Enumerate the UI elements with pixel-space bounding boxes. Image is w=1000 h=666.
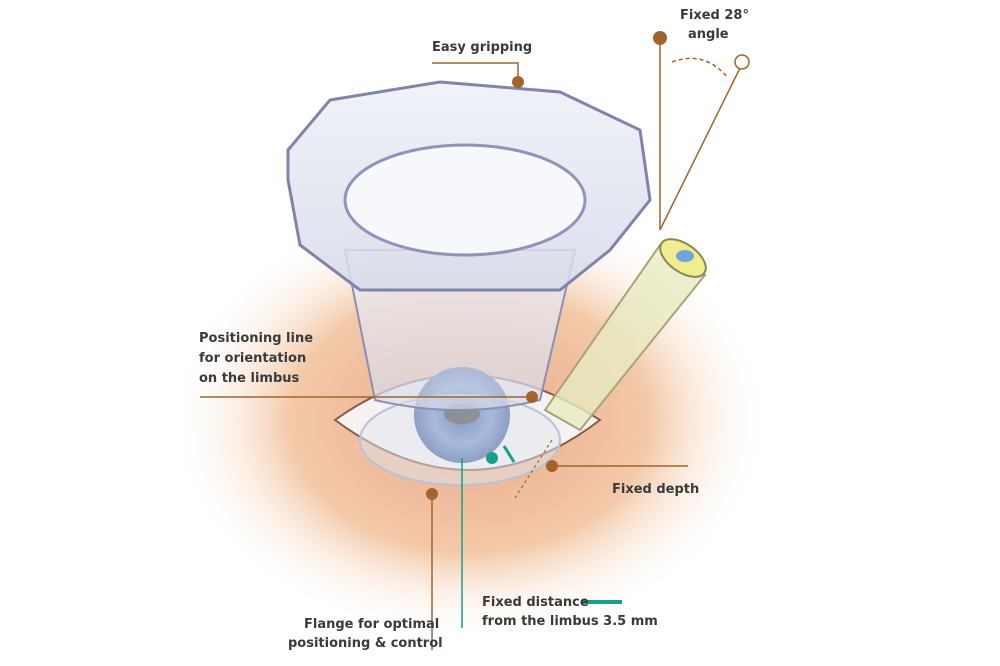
cup-opening xyxy=(343,143,587,257)
label-easy-gripping: Easy gripping xyxy=(432,40,533,55)
needle-port xyxy=(676,250,694,262)
angle-dot xyxy=(653,31,667,45)
label-positioning-line3: on the limbus xyxy=(199,371,300,386)
label-positioning-line2: for orientation xyxy=(199,351,307,366)
label-distance-line2: from the limbus 3.5 mm xyxy=(482,614,658,629)
label-fixed-angle-line2: angle xyxy=(688,27,729,42)
label-flange-line2: positioning & control xyxy=(288,636,443,651)
label-distance-line1: Fixed distance xyxy=(482,595,589,610)
callout-dot xyxy=(546,460,558,472)
callout-dot xyxy=(426,488,438,500)
distance-mark xyxy=(502,445,516,463)
angle-arc xyxy=(671,57,729,79)
angle-line-tilted xyxy=(659,63,743,231)
label-fixed-angle-line1: Fixed 28° xyxy=(680,8,749,23)
angle-dot-open xyxy=(734,54,750,70)
distance-dot xyxy=(486,452,498,464)
callout-line-easy-gripping xyxy=(432,62,519,82)
label-flange-line1: Flange for optimal xyxy=(304,617,440,632)
callout-dot xyxy=(526,391,538,403)
callout-dot xyxy=(512,76,524,88)
label-fixed-depth: Fixed depth xyxy=(612,482,700,497)
label-positioning-line1: Positioning line xyxy=(199,331,314,346)
